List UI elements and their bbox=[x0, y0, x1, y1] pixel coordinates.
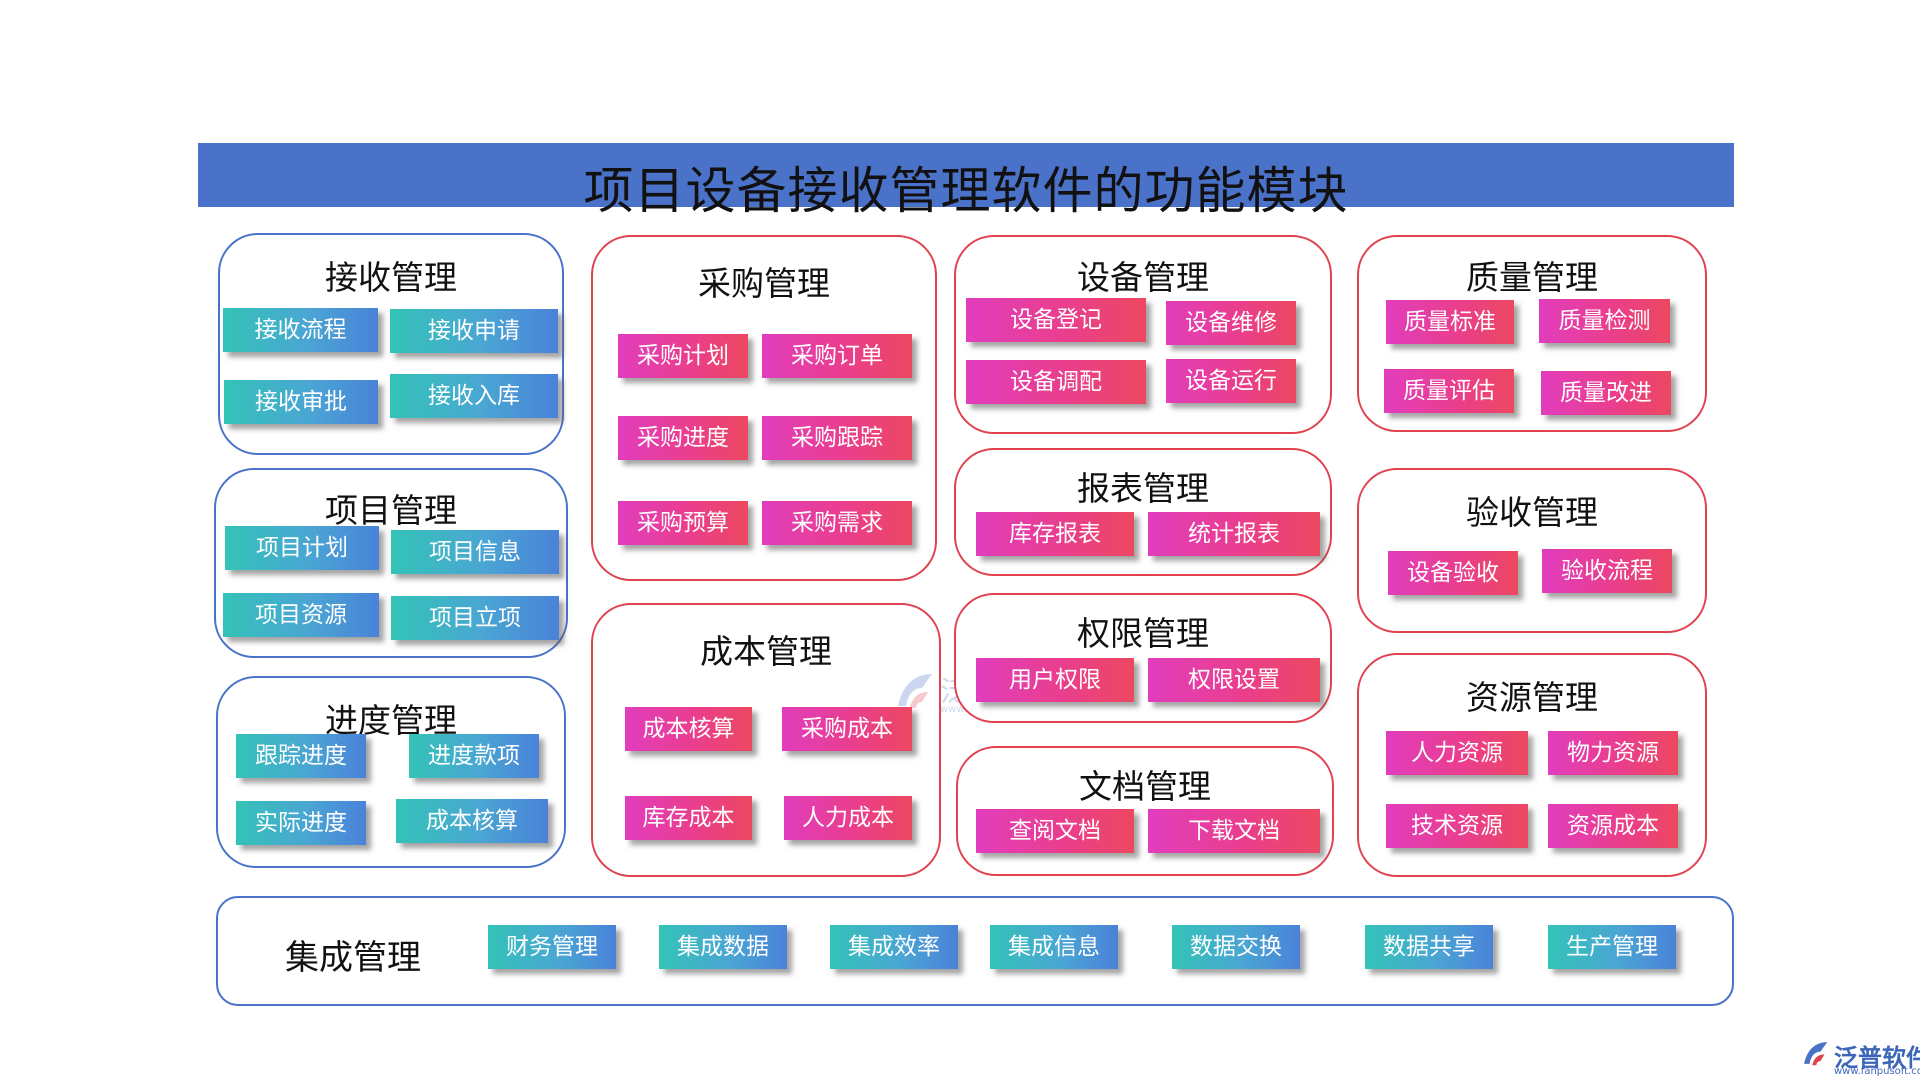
chip-integration-exchange: 数据交换 bbox=[1172, 925, 1300, 969]
chip-permission-user: 用户权限 bbox=[976, 658, 1134, 702]
chip-resource-material: 物力资源 bbox=[1548, 731, 1678, 775]
chip-receive-stock: 接收入库 bbox=[390, 374, 558, 418]
diagram-title: 项目设备接收管理软件的功能模块 bbox=[583, 162, 1349, 220]
chip-resource-human: 人力资源 bbox=[1386, 731, 1528, 775]
chip-document-view: 查阅文档 bbox=[976, 809, 1134, 853]
chip-progress-track: 跟踪进度 bbox=[236, 734, 366, 778]
chip-integration-efficiency: 集成效率 bbox=[830, 925, 958, 969]
module-title-report: 报表管理 bbox=[1077, 469, 1209, 508]
module-title-permission: 权限管理 bbox=[1077, 614, 1209, 653]
chip-purchase-order: 采购订单 bbox=[762, 334, 912, 378]
chip-quality-evaluate: 质量评估 bbox=[1384, 369, 1514, 413]
chip-project-info: 项目信息 bbox=[391, 530, 559, 574]
chip-equipment-run: 设备运行 bbox=[1166, 359, 1296, 403]
module-title-progress: 进度管理 bbox=[325, 701, 457, 740]
chip-purchase-track: 采购跟踪 bbox=[762, 416, 912, 460]
chip-receive-flow: 接收流程 bbox=[223, 308, 378, 352]
chip-cost-labor: 人力成本 bbox=[784, 796, 912, 840]
fanpu-watermark-icon bbox=[898, 674, 932, 708]
chip-integration-finance: 财务管理 bbox=[488, 925, 616, 969]
chip-cost-stock: 库存成本 bbox=[625, 796, 752, 840]
chip-equipment-allocate: 设备调配 bbox=[966, 360, 1146, 404]
fanpu-logo-icon bbox=[1804, 1042, 1828, 1066]
chip-integration-share: 数据共享 bbox=[1365, 925, 1493, 969]
chip-progress-payment: 进度款项 bbox=[409, 734, 539, 778]
chip-document-download: 下载文档 bbox=[1148, 809, 1320, 853]
chip-cost-accounting: 成本核算 bbox=[625, 707, 752, 751]
chip-project-setup: 项目立项 bbox=[391, 596, 559, 640]
logo-url: www.fanpusoft.com bbox=[1834, 1066, 1920, 1077]
chip-purchase-plan: 采购计划 bbox=[618, 334, 748, 378]
logo-text: 泛普软件 bbox=[1834, 1044, 1920, 1072]
chip-quality-check: 质量检测 bbox=[1539, 299, 1670, 343]
title-bar: 项目设备接收管理软件的功能模块 bbox=[198, 143, 1734, 220]
chip-permission-setting: 权限设置 bbox=[1148, 658, 1320, 702]
chip-project-resource: 项目资源 bbox=[223, 593, 379, 637]
chip-progress-cost: 成本核算 bbox=[396, 799, 548, 843]
module-title-resource: 资源管理 bbox=[1466, 678, 1598, 717]
chip-receive-apply: 接收申请 bbox=[390, 309, 558, 353]
chip-purchase-demand: 采购需求 bbox=[762, 501, 912, 545]
chip-integration-info: 集成信息 bbox=[990, 925, 1118, 969]
chip-acceptance-equipment: 设备验收 bbox=[1388, 551, 1518, 595]
chip-cost-purchase: 采购成本 bbox=[782, 707, 912, 751]
chip-acceptance-flow: 验收流程 bbox=[1542, 549, 1672, 593]
chip-project-plan: 项目计划 bbox=[225, 526, 379, 570]
module-title-equipment: 设备管理 bbox=[1077, 258, 1209, 297]
module-title-purchase: 采购管理 bbox=[698, 264, 830, 303]
module-title-project: 项目管理 bbox=[325, 491, 457, 530]
module-title-document: 文档管理 bbox=[1079, 767, 1211, 806]
chip-report-stock: 库存报表 bbox=[976, 512, 1134, 556]
chip-report-stats: 统计报表 bbox=[1148, 512, 1320, 556]
module-title-receive: 接收管理 bbox=[325, 258, 457, 297]
module-title-integration: 集成管理 bbox=[285, 938, 421, 978]
chip-receive-approve: 接收审批 bbox=[224, 380, 378, 424]
chip-quality-standard: 质量标准 bbox=[1386, 300, 1514, 344]
chip-progress-actual: 实际进度 bbox=[236, 801, 366, 845]
chip-resource-tech: 技术资源 bbox=[1386, 804, 1528, 848]
chip-integration-production: 生产管理 bbox=[1548, 925, 1676, 969]
chip-equipment-repair: 设备维修 bbox=[1166, 301, 1296, 345]
chip-equipment-register: 设备登记 bbox=[966, 298, 1146, 342]
module-title-cost: 成本管理 bbox=[700, 632, 832, 671]
chip-integration-data: 集成数据 bbox=[659, 925, 787, 969]
module-title-quality: 质量管理 bbox=[1466, 258, 1598, 297]
chip-purchase-progress: 采购进度 bbox=[618, 416, 748, 460]
module-title-acceptance: 验收管理 bbox=[1466, 493, 1598, 532]
chip-purchase-budget: 采购预算 bbox=[618, 501, 748, 545]
chip-quality-improve: 质量改进 bbox=[1541, 371, 1671, 415]
module-integration bbox=[216, 896, 1734, 1006]
chip-resource-cost: 资源成本 bbox=[1548, 804, 1678, 848]
